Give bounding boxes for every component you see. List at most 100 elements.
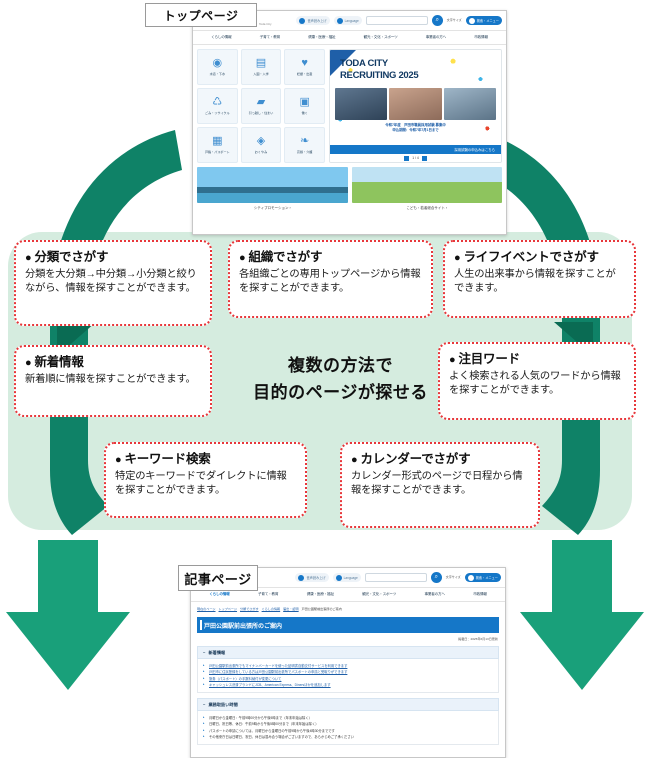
callout-title: ●分類でさがす [25, 250, 109, 264]
breadcrumb-item-3[interactable]: くらしの情報 [261, 607, 281, 611]
search-icon[interactable]: ⌕ [431, 15, 443, 26]
down-arrow-right [520, 540, 644, 690]
section-heading-hours[interactable]: − 業務取扱い時間 [197, 698, 499, 711]
quick-link-7[interactable]: ◈ おくやみ [240, 127, 282, 163]
nav-item-kenko[interactable]: 健康・医療・福祉 [306, 592, 334, 596]
ticket-icon: ◈ [256, 135, 266, 147]
quick-link-5[interactable]: ▣ 働く [284, 88, 325, 124]
banner-photo-cityhall [443, 88, 496, 120]
top-page-screenshot[interactable]: 戸田市 Toda City 音声読み上げ Language ⌕ 文字サイズ 検索… [192, 10, 507, 235]
quick-link-1[interactable]: ▤ 入園・入学 [240, 49, 282, 85]
nav-item-kosodate[interactable]: 子育て・教育 [259, 35, 281, 39]
breadcrumb-item-2[interactable]: 分類でさがす [240, 607, 259, 611]
collapse-toggle-icon[interactable]: − [203, 650, 206, 655]
article-page-screenshot[interactable]: 戸田市 音声読み上げ Language ⌕ 文字サイズ 検索・メニュー くらしの… [190, 567, 506, 758]
hours-list: 月曜日から金曜日：午前9時00分から午後5時まで（年末年始は除く） 日曜日、祝日… [203, 715, 493, 740]
quick-link-0[interactable]: ◉ 水道・下水 [197, 49, 238, 85]
callout-organization: ●組織でさがす 各組織ごとの専用トップページから情報を探すことができます。 [228, 240, 433, 318]
bullet-icon: ● [351, 454, 358, 466]
callout-body: 新着順に情報を探すことができます。 [25, 373, 196, 385]
ring-arc-left [50, 130, 182, 535]
pager-prev-icon[interactable] [404, 155, 410, 161]
article-page-global-nav: くらしの情報 子育て・教育 健康・医療・福祉 観光・文化・スポーツ 事業者の方へ… [191, 588, 505, 602]
list-item[interactable]: キャッシュレス決済ブランドにJCB、American Express、Diner… [203, 682, 493, 688]
heart-icon: ♥ [301, 57, 308, 69]
breadcrumb-item-1[interactable]: トップページ [218, 607, 238, 611]
callout-body: 人生の出来事から情報を探すことができます。 [454, 268, 616, 295]
briefcase-icon: ▣ [299, 96, 310, 108]
callout-title: ●注目ワード [449, 352, 520, 366]
menu-button[interactable]: 検索・メニュー [465, 16, 502, 25]
banner-photos [335, 88, 496, 120]
speaker-icon [299, 17, 306, 24]
font-size-control[interactable]: 文字サイズ [446, 17, 462, 22]
list-item: 月曜日から金曜日：午前9時00分から午後5時まで（年末年始は除く） [203, 715, 493, 721]
search-input[interactable] [364, 573, 427, 582]
building-icon: ▤ [255, 57, 267, 69]
list-item[interactable]: 戸田公園駅前出張所でもマイナンバーカードを使った証明書自動交付サービスを利用でき… [203, 663, 493, 669]
callout-body: よく検索される人気のワードから情報を探すことができます。 [449, 370, 621, 397]
list-item: パスポートの申請については、月曜日から金曜日の午前9時から午後4時30分までです [203, 728, 493, 734]
search-input[interactable] [365, 16, 428, 25]
breadcrumb-item-4[interactable]: 届出・証明 [283, 607, 299, 611]
water-drop-icon: ◉ [212, 57, 223, 69]
top-page-global-nav: くらしの情報 子育て・教育 健康・医療・福祉 観光・文化・スポーツ 事業者の方へ… [193, 31, 506, 45]
callout-title: ●新着情報 [25, 355, 84, 369]
quick-link-6[interactable]: ▦ 戸籍・パスポート [197, 127, 238, 163]
quick-link-2[interactable]: ♥ 妊娠・出産 [284, 49, 325, 85]
voice-readout-button[interactable]: 音声読み上げ [295, 573, 329, 582]
callout-body: 各組織ごとの専用トップページから情報を探すことができます。 [239, 268, 421, 295]
search-icon[interactable]: ⌕ [430, 572, 442, 583]
promo-card-city[interactable]: シティプロモーション › [197, 167, 348, 211]
font-size-control[interactable]: 文字サイズ [445, 574, 461, 579]
nav-item-kanko[interactable]: 観光・文化・スポーツ [362, 592, 397, 596]
label-article-page: 記事ページ [178, 565, 258, 591]
promo-image-kids [351, 167, 502, 203]
nav-item-shisei[interactable]: 市政情報 [474, 35, 488, 39]
list-item[interactable]: 旅券（パスポート）の手数料納付が変更について [203, 676, 493, 682]
language-button[interactable]: Language [333, 16, 362, 25]
quick-link-label: 働く [301, 111, 308, 115]
quick-link-label: 水道・下水 [209, 72, 226, 76]
banner-cta-button[interactable]: 採用試験の申込みはこちら [330, 145, 501, 154]
nav-item-jigyosha[interactable]: 事業者の方へ [425, 35, 447, 39]
callout-life-event: ●ライフイベントでさがす 人生の出来事から情報を探すことができます。 [443, 240, 636, 318]
quick-link-4[interactable]: ▰ 引っ越し・住まい [240, 88, 282, 124]
recruiting-banner[interactable]: TODA CITY RECRUITING 2025 令和7年度 戸田市職員採用試… [329, 49, 502, 163]
nav-item-kenko[interactable]: 健康・医療・福祉 [308, 35, 336, 39]
nav-item-kurashi[interactable]: くらしの情報 [211, 35, 232, 39]
nav-item-kanko[interactable]: 観光・文化・スポーツ [363, 35, 398, 39]
breadcrumb: 現在のページ トップページ 分類でさがす くらしの情報 届出・証明 戸田公園駅前… [191, 602, 505, 615]
nav-item-shisei[interactable]: 市政情報 [473, 592, 487, 596]
voice-readout-button[interactable]: 音声読み上げ [296, 16, 330, 25]
promo-caption: シティプロモーション › [253, 206, 291, 210]
ring-arc-right [469, 130, 600, 535]
section-body-news: 戸田公園駅前出張所でもマイナンバーカードを使った証明書自動交付サービスを利用でき… [197, 659, 499, 693]
speaker-icon [298, 574, 305, 581]
pager-next-icon[interactable] [421, 155, 427, 161]
collapse-toggle-icon[interactable]: − [203, 702, 206, 707]
article-updated-date: 掲載日：2025年6月13日更新 [458, 637, 498, 641]
breadcrumb-item-0[interactable]: 現在のページ [197, 607, 216, 611]
promo-card-kids[interactable]: こども・若者総合サイト › [351, 167, 502, 211]
quick-link-label: おくやみ [254, 150, 268, 154]
quick-link-label: 妊娠・出産 [296, 72, 313, 76]
quick-link-3[interactable]: ♺ ごみ・リサイクル [197, 88, 238, 124]
list-item: 日曜日、祝日等、休日：午前9時から午後5時00分まで（年末年始は除く） [203, 721, 493, 727]
list-item[interactable]: 戸田市に住民登録をしている方は戸田公園駅前出張所でパスポートの申請と受取りができ… [203, 669, 493, 675]
section-heading-news[interactable]: − 新着情報 [197, 646, 499, 659]
language-button[interactable]: Language [332, 573, 361, 582]
quick-link-8[interactable]: ❧ 高齢・介護 [284, 127, 325, 163]
banner-photo-person-2 [389, 88, 442, 120]
nav-item-jigyosha[interactable]: 事業者の方へ [424, 592, 445, 596]
nav-item-kosodate[interactable]: 子育て・教育 [257, 592, 279, 596]
callout-popular-word: ●注目ワード よく検索される人気のワードから情報を探すことができます。 [438, 342, 636, 420]
callout-body: カレンダー形式のページで日程から情報を探すことができます。 [351, 470, 523, 497]
banner-pager[interactable]: 1 / 4 [330, 154, 501, 162]
menu-button[interactable]: 検索・メニュー [464, 573, 501, 582]
banner-caption: 令和7年度 戸田市職員採用試験 募集中 申込期間：令和7年7月1日まで [385, 123, 446, 133]
news-link-list: 戸田公園駅前出張所でもマイナンバーカードを使った証明書自動交付サービスを利用でき… [203, 663, 493, 688]
bullet-icon: ● [25, 357, 32, 369]
nav-item-kurashi[interactable]: くらしの情報 [209, 592, 230, 596]
quick-link-label: ごみ・リサイクル [205, 111, 230, 115]
